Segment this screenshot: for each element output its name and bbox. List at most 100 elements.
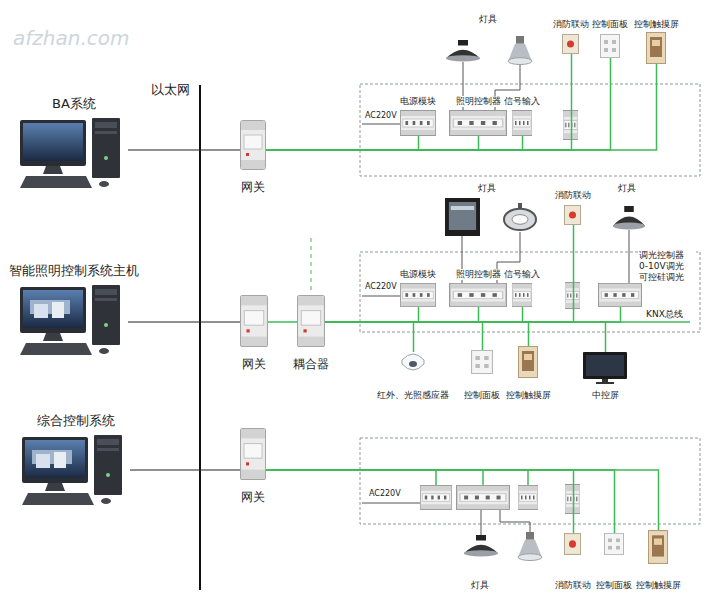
power-label: AC220V xyxy=(368,489,402,499)
node-label-group: 调光控制器0-10V调光 可控硅调光 xyxy=(638,250,696,283)
node-label: 电源模块 xyxy=(399,96,437,107)
lamp-icon xyxy=(446,40,480,62)
lamp-icon xyxy=(518,532,542,561)
screen-icon xyxy=(583,352,627,384)
gateway-node: 网关 xyxy=(240,428,266,480)
touch-icon xyxy=(649,531,668,564)
bus-drop-part xyxy=(527,470,529,485)
bus-connector xyxy=(266,136,419,150)
node-label-group: 红外、光照感应器 xyxy=(376,390,450,401)
node-label: 网关 xyxy=(241,357,267,371)
lamp-wire xyxy=(362,230,629,296)
bus-connector xyxy=(268,321,297,323)
bus-connector xyxy=(266,64,657,150)
bus-connector xyxy=(266,470,574,533)
power-module-node: 电源模块 xyxy=(400,283,436,307)
node-label-group: 照明控制器 xyxy=(455,269,502,280)
node-label: 消防联动 xyxy=(552,19,590,30)
lamp-wire xyxy=(362,503,530,535)
power-module-node: 电源模块 xyxy=(400,110,436,136)
module-icon xyxy=(450,283,507,306)
fire-link-node: 消防联动 xyxy=(562,34,579,54)
lamp-wire-part xyxy=(362,503,420,504)
node-label-group: 控制面板 xyxy=(595,580,633,591)
fire-icon xyxy=(565,206,581,225)
node-label-group: 中控屏 xyxy=(591,390,620,401)
node-label-group: 消防联动 xyxy=(552,19,590,30)
fire-icon xyxy=(565,534,581,555)
node-label: 控制面板 xyxy=(463,390,501,401)
power-label: AC220V xyxy=(364,282,398,292)
node-label-group: 信号输入 xyxy=(503,269,541,280)
bus-connector xyxy=(325,322,414,352)
control-panel-node: 控制面板 xyxy=(604,533,624,555)
bus-connector xyxy=(266,136,523,150)
screen-image-part xyxy=(54,452,66,468)
bus-connector xyxy=(325,307,523,322)
node-label-group: 综合控制系统 xyxy=(36,413,116,429)
control-panel-node: 控制面板 xyxy=(471,350,493,374)
lamp-label: 灯具 xyxy=(470,580,490,591)
lamp-icon xyxy=(613,206,645,230)
node-label: 调光控制器 xyxy=(638,250,696,261)
coupler-node: 耦合器 xyxy=(297,295,325,347)
bus-connector xyxy=(325,225,574,322)
lamp-wire-part xyxy=(481,510,482,535)
touch-panel-node: 控制触摸屏 xyxy=(518,346,538,378)
node-label-group: 控制触摸屏 xyxy=(505,390,552,401)
network-connector xyxy=(128,321,240,322)
node-label: 消防联动 xyxy=(554,580,592,591)
bus-connector xyxy=(325,307,479,322)
bus-connector xyxy=(325,322,483,350)
module-icon xyxy=(450,111,507,136)
bus-connector xyxy=(266,136,479,150)
node-label: 照明控制器 xyxy=(455,269,502,280)
control-panel-node: 控制面板 xyxy=(600,34,620,58)
module-icon xyxy=(518,485,538,509)
gateway-icon xyxy=(241,296,268,347)
lamp-wire-part xyxy=(362,124,400,125)
bus-connector xyxy=(325,322,606,352)
touch-panel-node: 控制触摸屏 xyxy=(648,530,668,564)
lamp-label: 灯具 xyxy=(617,183,637,194)
bus-connector xyxy=(325,307,621,322)
watermark: afzhan.com xyxy=(12,26,130,50)
lamp-wire-part xyxy=(500,510,530,532)
screen-image-part xyxy=(34,304,48,318)
module-icon xyxy=(599,283,642,306)
fire-link-node: 消防联动 xyxy=(564,205,581,225)
node-label: 控制面板 xyxy=(591,19,629,30)
computer-icon xyxy=(22,435,122,505)
dimming-controller-node: 调光控制器0-10V调光 可控硅调光 xyxy=(598,283,642,307)
lamp-wire-part xyxy=(629,230,630,283)
lamp-icon xyxy=(508,36,532,65)
ethernet-line xyxy=(199,85,201,590)
node-label-group: 照明控制器 xyxy=(455,96,502,107)
node-label-group: 信号输入 xyxy=(503,96,541,107)
computer-node: 综合控制系统 xyxy=(22,435,130,507)
bus-connector xyxy=(266,470,659,530)
network-connector xyxy=(130,469,240,470)
node-label-group: 控制触摸屏 xyxy=(633,19,680,30)
module-icon xyxy=(457,485,510,509)
gateway-node: 网关 xyxy=(240,120,266,170)
node-label: 综合控制系统 xyxy=(36,413,116,429)
fire-link-node: 消防联动 xyxy=(564,533,581,555)
bus-stub xyxy=(311,238,312,293)
node-label: 控制触摸屏 xyxy=(505,390,552,401)
node-label-group: 消防联动 xyxy=(554,190,592,201)
node-label: 控制面板 xyxy=(595,580,633,591)
network-connector xyxy=(128,149,240,150)
gateway-node: 网关 xyxy=(240,295,268,347)
bus-connector xyxy=(266,54,572,150)
network-label: 以太网 xyxy=(150,82,191,98)
module-icon xyxy=(512,111,532,136)
node-label-group: 控制面板 xyxy=(463,390,501,401)
lighting-controller-node: 照明控制器 xyxy=(449,283,507,307)
node-label-group: BA系统 xyxy=(51,96,97,112)
bus-connector xyxy=(325,307,419,322)
node-label-group: 控制触摸屏 xyxy=(635,580,682,591)
touch-panel-node: 控制触摸屏 xyxy=(646,32,666,64)
